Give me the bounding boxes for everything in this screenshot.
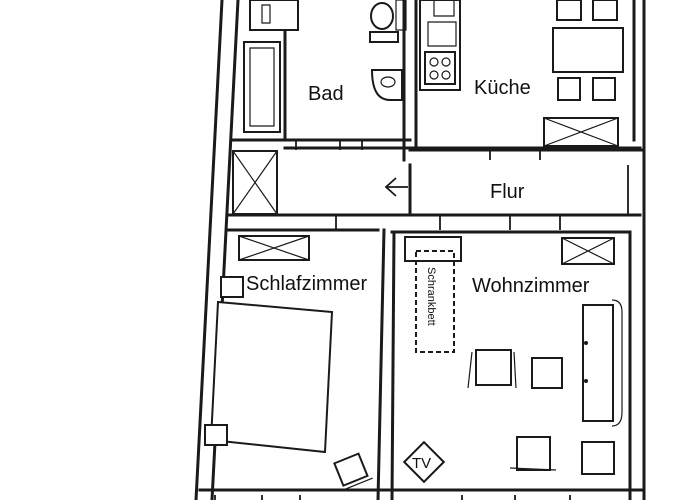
bed [211,302,332,452]
bath-cabinet [250,0,298,30]
walls [196,0,644,500]
kitchen-chair-4 [593,78,615,100]
bathroom-fixtures [244,0,406,132]
kitchen-chair-1 [557,0,581,20]
furniture-label-tv: TV [412,455,431,472]
kitchen-chair-3 [558,78,580,100]
bedroom-chair [331,452,373,491]
room-label-wohnzimmer: Wohnzimmer [472,275,590,297]
nightstand-top [221,277,243,297]
room-label-bad: Bad [308,83,344,105]
sink [372,70,402,100]
coffee-table [532,358,562,388]
living-fixtures [404,237,622,482]
kitchen-chair-2 [593,0,617,20]
schrankbett-cabinet [405,237,461,261]
stove [425,52,455,84]
armchair-bottom [517,437,550,470]
room-label-schlafzimmer: Schlafzimmer [246,273,367,295]
sofa [583,305,613,421]
kitchen-sink [428,22,456,46]
toilet [371,3,393,29]
room-label-kueche: Küche [474,77,531,99]
kitchen-table [553,28,623,72]
wall-bedroom-right [378,230,384,500]
armchair-left [476,350,511,385]
outer-wall-left-outer [196,0,222,500]
bathtub-inner [250,48,274,126]
kitchen-fixtures [420,0,623,146]
toilet-tank [370,32,398,42]
nightstand-bottom [205,425,227,445]
room-label-flur: Flur [490,181,525,203]
tv-stand [404,442,444,482]
wall-living-left [392,232,394,500]
wall-ticks [296,140,560,230]
hallway-fixtures [233,151,408,214]
bedroom-fixtures [205,236,373,491]
furniture-label-schrankbett: Schrankbett [425,267,437,326]
schrankbett [416,251,454,352]
side-table [582,442,614,474]
